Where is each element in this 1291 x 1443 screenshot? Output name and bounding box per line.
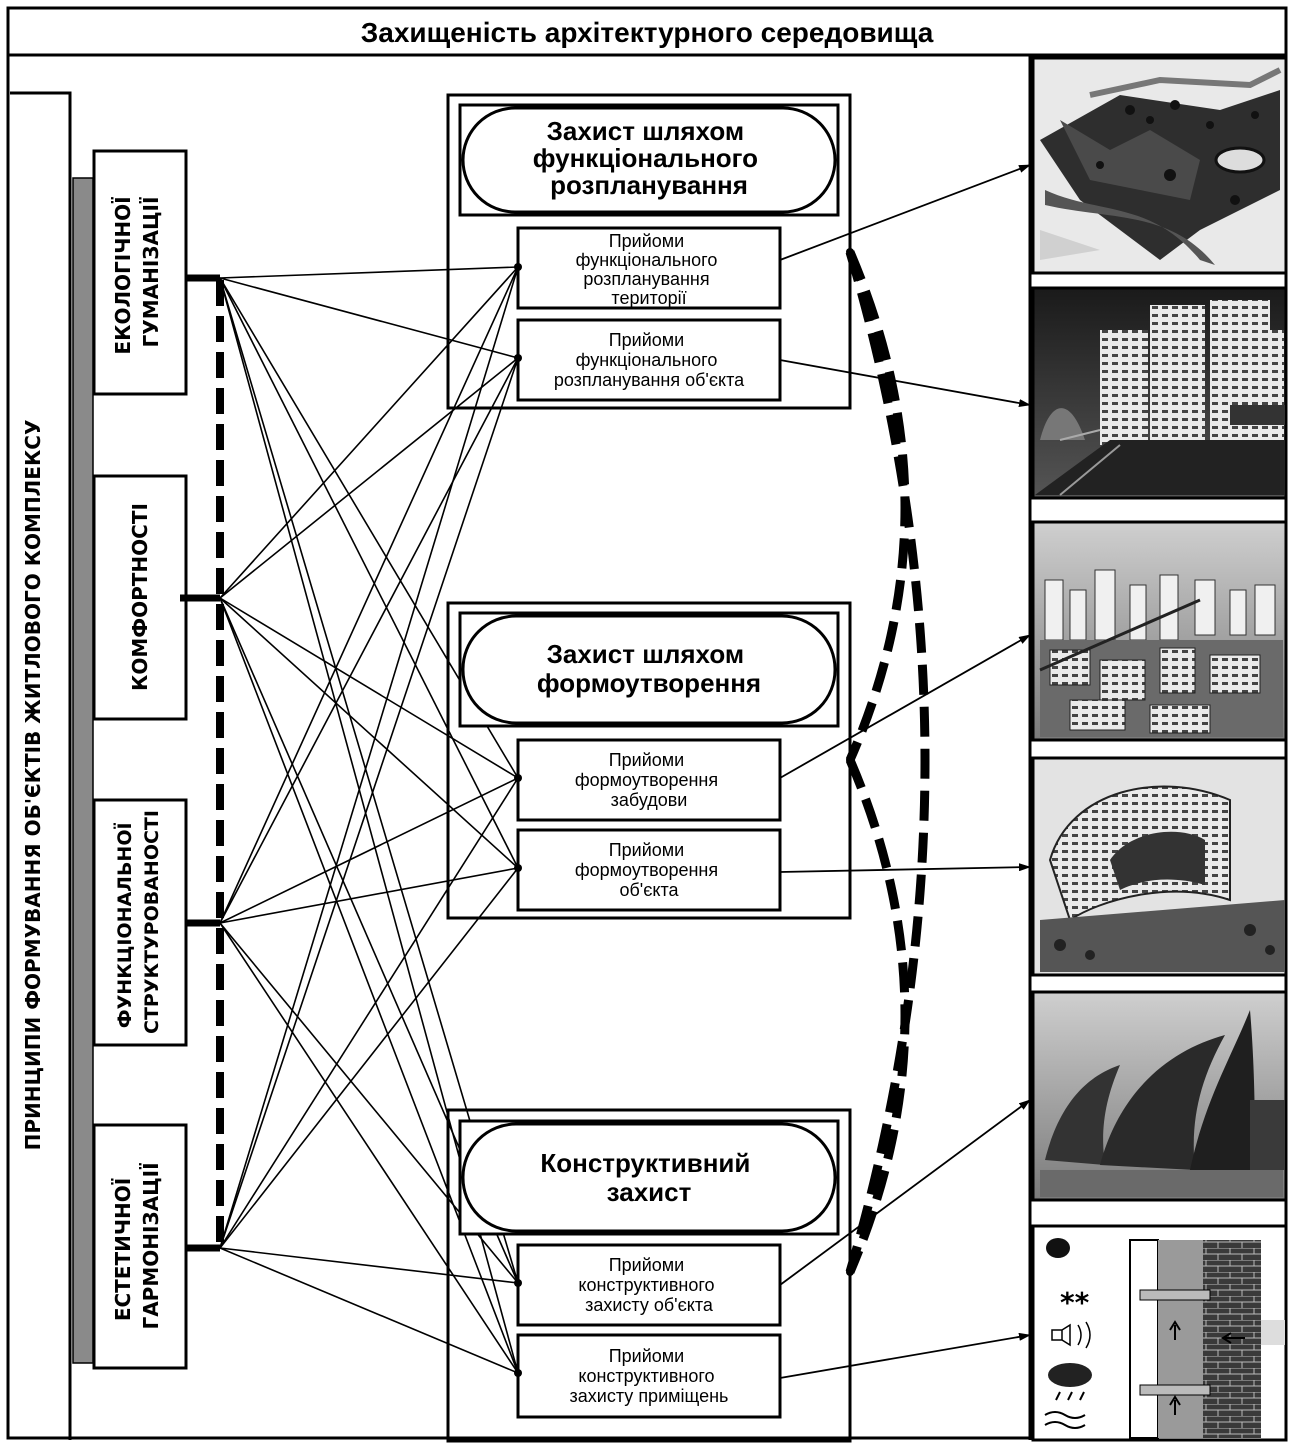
principle-func-line-1: ФУНКЦІОНАЛЬНОЇ xyxy=(112,822,136,1028)
principle-box-eco: ЕКОЛОГІЧНОЇ ГУМАНІЗАЦІЇ xyxy=(92,149,188,396)
method-box-m6: Прийоми конструктивного захисту приміщен… xyxy=(516,1333,782,1419)
svg-text:ЕКОЛОГІЧНОЇ ГУМАНІЗАЦІЇ: ЕКОЛОГІЧНОЇ ГУМАНІЗАЦІЇ xyxy=(111,189,163,354)
svg-text:**: ** xyxy=(1060,1286,1090,1319)
group-g3-line-1: Конструктивний xyxy=(540,1148,750,1178)
shell-roof-church-photo xyxy=(1031,990,1288,1202)
svg-text:Прийоми формоутворення: Прийоми формоутворення забудови xyxy=(575,750,723,810)
group-dashed-arcs xyxy=(845,250,930,1274)
method-m4-line-2: формоутворення xyxy=(575,860,718,880)
svg-text:Прийоми формоутворення: Прийоми формоутворення об'єкта xyxy=(575,840,723,900)
method-image-arrows xyxy=(779,164,1031,1379)
method-box-m1: Прийоми функціонального розпланування те… xyxy=(516,226,782,310)
principle-box-func: ФУНКЦІОНАЛЬНОЇ СТРУКТУРОВАНОСТІ xyxy=(92,798,188,1047)
method-link-dots xyxy=(514,263,522,1377)
method-m5-line-1: Прийоми xyxy=(609,1255,685,1275)
method-m1-line-2: функціонального xyxy=(576,250,718,270)
principle-comfort-line-1: КОМФОРТНОСТІ xyxy=(128,503,152,691)
principle-aesth-line-2: ГАРМОНІЗАЦІЇ xyxy=(139,1162,163,1329)
method-m4-line-3: об'єкта xyxy=(619,880,679,900)
site-plan-aerial-photo xyxy=(1031,56,1288,275)
left-vertical-label: ПРИНЦИПИ ФОРМУВАННЯ ОБ'ЄКТІВ ЖИТЛОВОГО К… xyxy=(21,420,45,1151)
method-m2-line-2: функціонального xyxy=(576,350,718,370)
method-m1-line-3: розпланування xyxy=(583,269,709,289)
method-m1-line-1: Прийоми xyxy=(609,231,685,251)
method-m3-line-1: Прийоми xyxy=(609,750,685,770)
group-header-g1: Захист шляхом функціонального розпланува… xyxy=(458,103,840,217)
arc-end-dots xyxy=(846,248,854,1276)
method-box-m4: Прийоми формоутворення об'єкта xyxy=(516,828,782,912)
method-m6-line-2: конструктивного xyxy=(578,1366,714,1386)
group-g2-line-2: формоутворення xyxy=(537,668,761,698)
principle-func-line-2: СТРУКТУРОВАНОСТІ xyxy=(141,810,163,1034)
method-m5-line-2: конструктивного xyxy=(578,1275,714,1295)
group-header-g2: Захист шляхом формоутворення xyxy=(458,611,840,728)
method-m6-line-3: захисту приміщень xyxy=(570,1386,729,1406)
svg-text:ФУНКЦІОНАЛЬНОЇ СТРУКТУРО: ФУНКЦІОНАЛЬНОЇ СТРУКТУРОВАНОСТІ xyxy=(112,810,163,1034)
diagram-title: Захищеність архітектурного середовища xyxy=(361,17,934,48)
group-g1-line-1: Захист шляхом xyxy=(547,116,745,146)
principle-box-aesth: ЕСТЕТИЧНОЇ ГАРМОНІЗАЦІЇ xyxy=(92,1123,188,1370)
svg-text:Прийоми функціонального: Прийоми функціонального розпланування об… xyxy=(554,330,745,390)
wall-section-protection-drawing: ** xyxy=(1031,1224,1288,1442)
method-m6-line-1: Прийоми xyxy=(609,1346,685,1366)
principle-aesth-line-1: ЕСТЕТИЧНОЇ xyxy=(111,1178,135,1321)
svg-text:ЕСТЕТИЧНОЇ ГАРМОНІЗАЦІЇ: ЕСТЕТИЧНОЇ ГАРМОНІЗАЦІЇ xyxy=(111,1162,163,1329)
method-box-m5: Прийоми конструктивного захисту об'єкта xyxy=(516,1243,782,1327)
principle-eco-line-2: ГУМАНІЗАЦІЇ xyxy=(139,197,163,348)
principles-bar xyxy=(72,177,94,1364)
group-g2-line-1: Захист шляхом xyxy=(547,639,745,669)
method-m3-line-2: формоутворення xyxy=(575,770,718,790)
principle-eco-line-1: ЕКОЛОГІЧНОЇ xyxy=(111,196,135,354)
method-m2-line-3: розпланування об'єкта xyxy=(554,370,745,390)
group-g3-line-2: захист xyxy=(607,1177,692,1207)
svg-text:Конструктивний захист: Конструктивний захист xyxy=(540,1148,757,1207)
method-m2-line-1: Прийоми xyxy=(609,330,685,350)
left-label-frame xyxy=(10,91,72,1440)
group-g1-line-2: функціонального xyxy=(533,143,758,173)
curved-building-model-photo xyxy=(1031,756,1288,977)
group-g1-line-3: розпланування xyxy=(550,170,748,200)
svg-text:Захист шляхом формоутвор: Захист шляхом формоутворення xyxy=(537,639,761,698)
svg-text:Прийоми функціонального: Прийоми функціонального розпланування те… xyxy=(576,231,723,308)
method-box-m2: Прийоми функціонального розпланування об… xyxy=(516,318,782,402)
method-m1-line-4: території xyxy=(611,288,686,308)
city-blocks-aerial-photo xyxy=(1031,520,1288,742)
group-header-g3: Конструктивний захист xyxy=(458,1119,840,1236)
svg-text:КОМФОРТНОСТІ: КОМФОРТНОСТІ xyxy=(128,503,152,691)
method-m4-line-1: Прийоми xyxy=(609,840,685,860)
method-box-m3: Прийоми формоутворення забудови xyxy=(516,738,782,822)
method-m3-line-3: забудови xyxy=(611,790,688,810)
residential-towers-street-photo xyxy=(1031,286,1288,500)
principle-stubs xyxy=(180,274,220,1252)
svg-text:Захист шляхом функціонал: Захист шляхом функціонального розпланува… xyxy=(533,116,766,200)
method-m5-line-3: захисту об'єкта xyxy=(585,1295,714,1315)
svg-text:Прийоми конструктивного: Прийоми конструктивного захисту об'єкта xyxy=(578,1255,719,1315)
principle-box-comfort: КОМФОРТНОСТІ xyxy=(92,474,188,721)
svg-text:Прийоми конструктивного: Прийоми конструктивного захисту приміщен… xyxy=(570,1346,729,1406)
